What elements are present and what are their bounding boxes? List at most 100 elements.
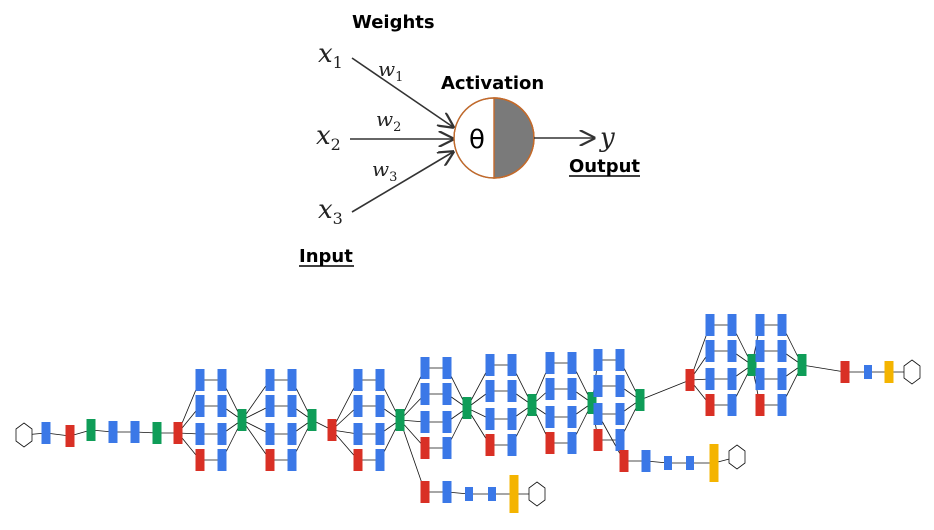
network-node-conv bbox=[545, 352, 555, 374]
network-node-pool bbox=[420, 437, 430, 459]
network-node-conv bbox=[442, 383, 452, 405]
network-node-conv bbox=[108, 421, 118, 443]
network-node-conv bbox=[727, 340, 737, 362]
network-edge bbox=[639, 379, 691, 401]
network-node-pool bbox=[420, 481, 430, 503]
network-edge bbox=[399, 419, 426, 493]
input-x1: x1 bbox=[318, 39, 343, 72]
network-diagram bbox=[15, 314, 921, 513]
network-node-softmax_fc bbox=[509, 475, 519, 513]
network-node-pool bbox=[545, 432, 555, 454]
network-node-io bbox=[728, 444, 746, 470]
network-node-conv bbox=[465, 487, 473, 501]
network-node-conv bbox=[442, 437, 452, 459]
network-node-conv bbox=[375, 369, 385, 391]
weight-w1: w1 bbox=[378, 57, 403, 85]
network-edge bbox=[801, 364, 846, 373]
network-node-concat bbox=[395, 409, 405, 431]
network-node-pool bbox=[755, 394, 765, 416]
network-node-conv bbox=[615, 349, 625, 371]
network-node-pool bbox=[840, 361, 850, 383]
network-node-pool bbox=[593, 429, 603, 451]
network-node-conv bbox=[567, 378, 577, 400]
network-node-conv bbox=[545, 378, 555, 400]
network-node-io bbox=[15, 422, 33, 448]
network-node-conv bbox=[705, 340, 715, 362]
network-node-pool bbox=[265, 449, 275, 471]
network-node-conv bbox=[545, 406, 555, 428]
network-node-conv bbox=[420, 383, 430, 405]
network-node-conv bbox=[485, 380, 495, 402]
network-node-conv bbox=[442, 481, 452, 503]
input-x2: x2 bbox=[316, 121, 341, 154]
network-node-conv bbox=[488, 487, 496, 501]
network-node-conv bbox=[485, 408, 495, 430]
network-node-conv bbox=[130, 421, 140, 443]
activation-label: Activation bbox=[441, 73, 544, 94]
network-node-conv bbox=[593, 403, 603, 425]
network-node-conv bbox=[287, 395, 297, 417]
network-node-conv bbox=[217, 449, 227, 471]
network-node-conv bbox=[727, 368, 737, 390]
network-node-conv bbox=[195, 395, 205, 417]
network-node-conv bbox=[755, 314, 765, 336]
network-node-conv bbox=[353, 369, 363, 391]
network-node-conv bbox=[507, 380, 517, 402]
output-label: Output bbox=[569, 156, 640, 177]
network-node-pool bbox=[327, 419, 337, 441]
network-node-pool bbox=[705, 394, 715, 416]
network-node-concat bbox=[307, 409, 317, 431]
weight-w3: w3 bbox=[372, 157, 397, 185]
weight-w2: w2 bbox=[376, 107, 401, 135]
activation-node: θ bbox=[453, 97, 535, 179]
network-node-concat bbox=[237, 409, 247, 431]
network-node-conv bbox=[507, 354, 517, 376]
network-node-conv bbox=[864, 365, 872, 379]
network-node-conv bbox=[287, 449, 297, 471]
network-node-concat bbox=[747, 354, 757, 376]
network-node-conv bbox=[615, 429, 625, 451]
network-node-conv bbox=[777, 368, 787, 390]
weights-label: Weights bbox=[352, 12, 435, 33]
arrow-x1 bbox=[351, 57, 453, 127]
network-edge bbox=[241, 405, 271, 421]
network-node-conv bbox=[375, 423, 385, 445]
network-node-conv bbox=[705, 368, 715, 390]
network-node-conv bbox=[664, 456, 672, 470]
input-label: Input bbox=[299, 246, 353, 267]
network-edge bbox=[241, 419, 271, 461]
network-node-pool bbox=[619, 450, 629, 472]
network-node-pool bbox=[685, 369, 695, 391]
network-node-conv bbox=[507, 408, 517, 430]
network-node-conv bbox=[705, 314, 715, 336]
network-node-concat bbox=[462, 397, 472, 419]
network-node-softmax_fc bbox=[884, 361, 894, 383]
network-node-conv bbox=[265, 395, 275, 417]
network-node-conv bbox=[755, 368, 765, 390]
network-node-conv bbox=[442, 411, 452, 433]
network-node-conv bbox=[507, 434, 517, 456]
network-node-conv bbox=[41, 422, 51, 444]
network-node-conv bbox=[615, 375, 625, 397]
network-node-conv bbox=[420, 357, 430, 379]
network-node-concat bbox=[86, 419, 96, 441]
neuron-diagram: Weights Activation Input Output x1 x2 x3… bbox=[299, 12, 640, 267]
input-x3: x3 bbox=[318, 195, 343, 228]
network-node-io bbox=[528, 481, 546, 507]
network-node-softmax_fc bbox=[709, 444, 719, 482]
network-edge bbox=[241, 419, 271, 435]
network-node-conv bbox=[777, 314, 787, 336]
network-node-conv bbox=[420, 411, 430, 433]
network-node-concat bbox=[587, 392, 597, 414]
network-node-conv bbox=[567, 352, 577, 374]
network-node-conv bbox=[593, 349, 603, 371]
network-node-concat bbox=[797, 354, 807, 376]
network-node-conv bbox=[641, 450, 651, 472]
network-node-conv bbox=[217, 423, 227, 445]
network-node-concat bbox=[152, 422, 162, 444]
activation-symbol: θ bbox=[469, 125, 485, 155]
network-node-conv bbox=[375, 449, 385, 471]
network-node-conv bbox=[217, 369, 227, 391]
network-node-conv bbox=[485, 354, 495, 376]
network-node-concat bbox=[527, 394, 537, 416]
